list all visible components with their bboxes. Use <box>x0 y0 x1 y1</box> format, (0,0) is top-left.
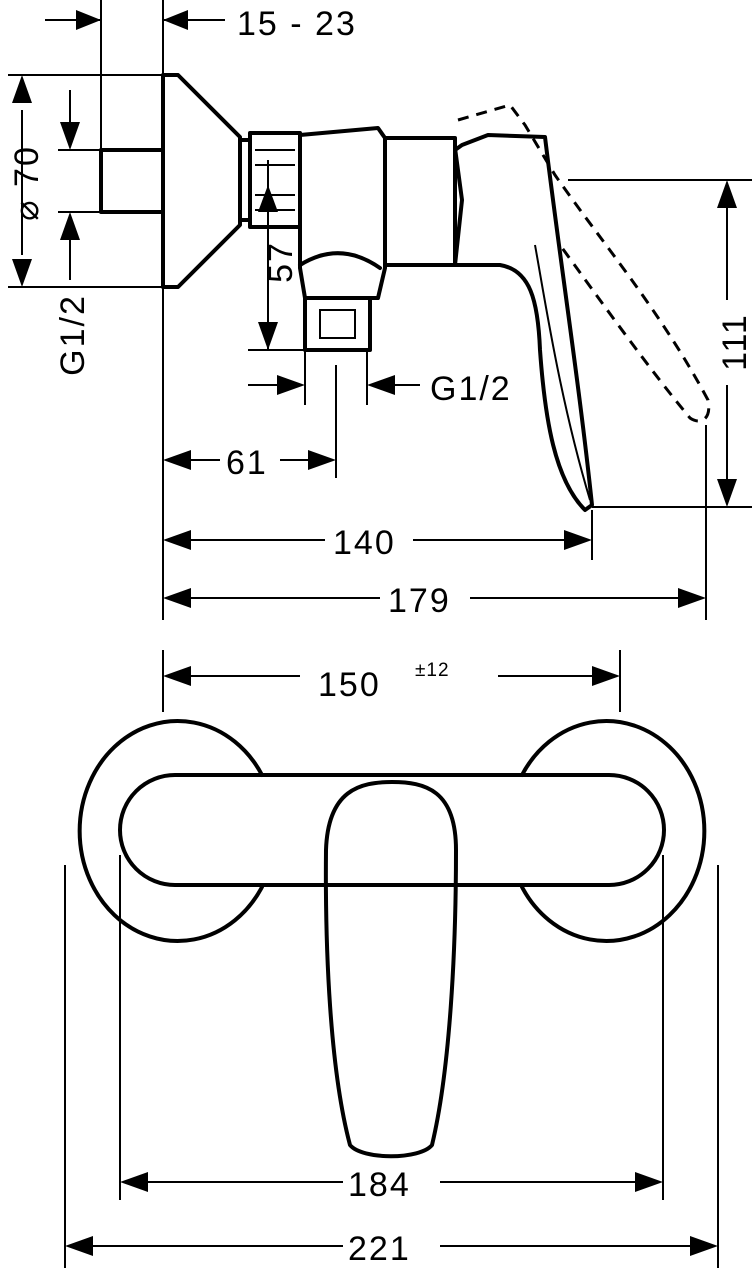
arrow-icon <box>277 375 305 395</box>
cover-plate-side <box>161 73 242 289</box>
lever-edge <box>534 244 591 501</box>
label-diameter-70: ⌀ 70 <box>8 145 46 221</box>
valve-cartridge <box>383 136 457 267</box>
arrow-icon <box>592 666 620 686</box>
body-contour <box>298 251 382 270</box>
cover-plate-left <box>77 719 264 943</box>
arrow-icon <box>258 322 278 350</box>
arrow-icon <box>258 185 278 212</box>
arrow-icon <box>163 588 191 608</box>
arrow-icon <box>65 1236 93 1256</box>
arrow-icon <box>163 10 188 30</box>
arrow-icon <box>163 530 191 550</box>
arrow-icon <box>564 530 592 550</box>
label-184: 184 <box>348 1166 411 1204</box>
label-221: 221 <box>348 1230 411 1268</box>
lever-front <box>323 780 458 1159</box>
outlet-nut-detail <box>319 309 356 339</box>
connection-pipe <box>99 148 165 214</box>
arrow-icon <box>12 75 32 103</box>
label-140: 140 <box>333 524 396 562</box>
arrow-icon <box>690 1236 718 1256</box>
label-111: 111 <box>716 313 754 371</box>
cover-plate-right <box>520 719 707 943</box>
valve-body <box>298 126 387 300</box>
label-g12-bottom: G1/2 <box>430 370 512 408</box>
outlet-connection <box>303 296 372 352</box>
label-150: 150 <box>318 666 381 704</box>
label-57: 57 <box>262 241 300 283</box>
lever-side <box>453 133 594 512</box>
label-tolerance: ±12 <box>415 660 450 681</box>
lever-base <box>453 146 464 267</box>
arrow-icon <box>367 375 395 395</box>
arrow-icon <box>12 259 32 287</box>
lever-alternate-position <box>457 103 711 423</box>
label-179: 179 <box>388 582 451 620</box>
arrow-icon <box>60 122 80 150</box>
union-nut <box>248 131 302 229</box>
arrow-icon <box>163 666 191 686</box>
arrow-icon <box>120 1172 148 1192</box>
side-view: 15 - 23 ⌀ 70 G1/2 57 G1/2 <box>8 0 754 620</box>
label-15-23: 15 - 23 <box>237 5 357 43</box>
arrow-icon <box>717 479 737 507</box>
arrow-icon <box>76 10 101 30</box>
mixer-body-front <box>118 773 666 887</box>
arrow-icon <box>635 1172 663 1192</box>
arrow-icon <box>308 450 336 470</box>
arrow-icon <box>717 180 737 208</box>
front-view: 150 ±12 184 221 <box>64 650 719 1268</box>
label-g12-left: G1/2 <box>54 294 92 376</box>
arrow-icon <box>678 588 706 608</box>
arrow-icon <box>163 450 191 470</box>
label-61: 61 <box>226 444 268 482</box>
arrow-icon <box>60 212 80 240</box>
